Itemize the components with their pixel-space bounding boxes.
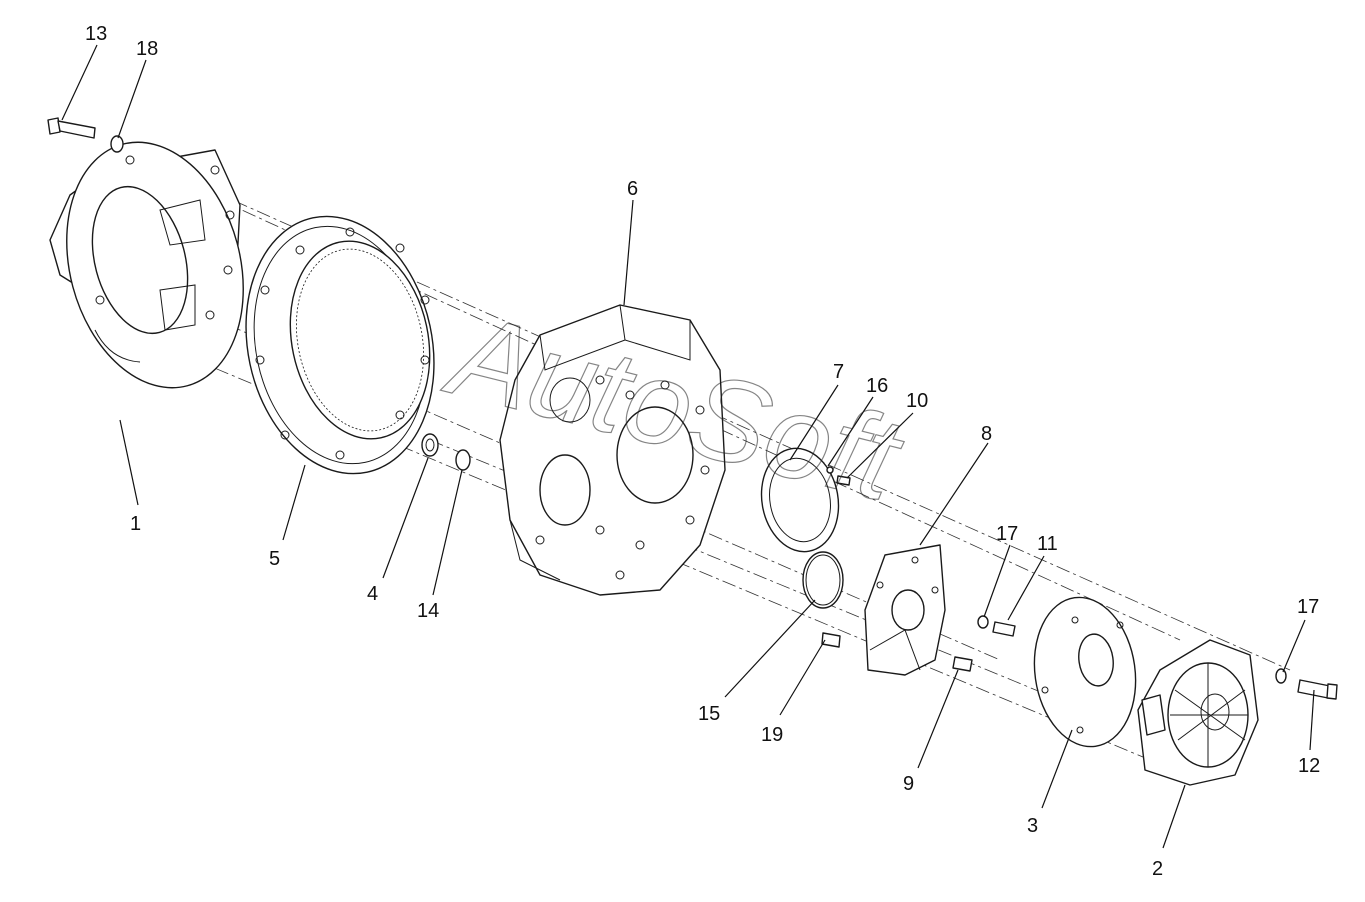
part-18-washer [110, 135, 124, 153]
part-10-screw [836, 475, 851, 486]
callout-14: 14 [417, 600, 439, 622]
part-9-pin [952, 656, 973, 672]
callout-18: 18 [136, 38, 158, 60]
part-6-gearbox-housing [499, 304, 726, 596]
part-17-washer-lower [1275, 668, 1287, 684]
callout-10: 10 [906, 390, 928, 412]
callout-5: 5 [269, 548, 280, 570]
callout-labels: 13 18 1 5 4 14 6 7 16 10 8 17 11 15 19 9… [85, 23, 1320, 880]
callout-3: 3 [1027, 815, 1038, 837]
part-13-bolt [47, 117, 96, 139]
callout-17-upper: 17 [996, 523, 1018, 545]
callout-16: 16 [866, 375, 888, 397]
part-15-seal-ring [802, 551, 844, 609]
callout-6: 6 [627, 178, 638, 200]
part-3-disc-plate [1033, 596, 1137, 748]
part-7-cover-plate [760, 447, 840, 553]
callout-12: 12 [1298, 755, 1320, 777]
callout-4: 4 [367, 583, 378, 605]
callout-8: 8 [981, 423, 992, 445]
leader-lines [61, 44, 1315, 849]
callout-11: 11 [1037, 533, 1058, 555]
callout-19: 19 [761, 724, 783, 746]
part-12-bolt [1297, 679, 1338, 700]
part-1-housing-cover [49, 141, 244, 389]
part-4-bushing [421, 433, 439, 457]
part-5-ring-gear [245, 215, 435, 475]
part-19-pin [821, 632, 841, 648]
callout-2: 2 [1152, 858, 1163, 880]
callout-15: 15 [698, 703, 720, 725]
part-2-end-housing [1137, 639, 1259, 786]
callout-1: 1 [130, 513, 141, 535]
part-11-bolt [992, 621, 1016, 637]
callout-13: 13 [85, 23, 107, 45]
callout-9: 9 [903, 773, 914, 795]
part-17-washer-upper [977, 615, 989, 629]
part-16-bolt [826, 466, 834, 474]
part-14-o-ring [455, 449, 471, 471]
callout-7: 7 [833, 361, 844, 383]
part-8-bracket-plate [864, 544, 946, 676]
callout-17-lower: 17 [1297, 596, 1319, 618]
